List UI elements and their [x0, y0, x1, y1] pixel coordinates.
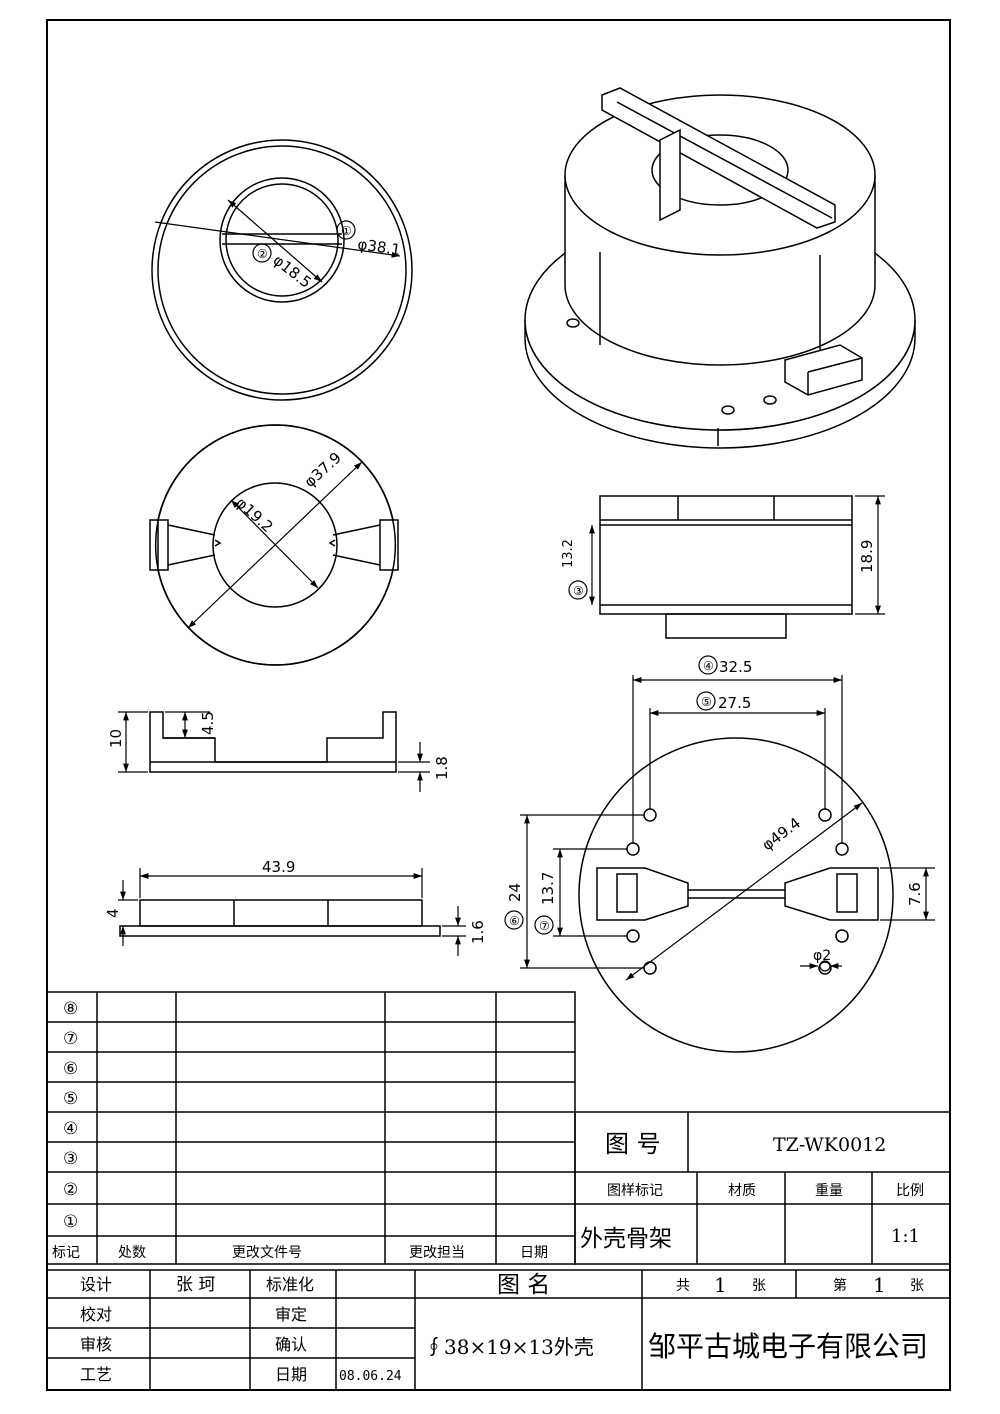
- dim-38-1: ① φ38.1: [336, 220, 402, 259]
- sheet-number: 1: [873, 1273, 886, 1297]
- dim-lines-bottom: [187, 461, 363, 629]
- svg-text:确认: 确认: [275, 1335, 307, 1354]
- bottom-view-ring: [149, 424, 399, 666]
- revision-headers: 标记 处数 更改文件号 更改担当 日期: [52, 1245, 548, 1261]
- drawing-name: ∮38×19×13外壳: [424, 1335, 594, 1359]
- dim-4: 4: [104, 908, 122, 918]
- dim-1-8: 1.8: [433, 756, 451, 780]
- svg-text:工艺: 工艺: [80, 1365, 112, 1384]
- total-label: 共: [676, 1278, 690, 1294]
- dim-18-9: 18.9: [858, 540, 876, 573]
- scale-value: 1:1: [891, 1226, 920, 1247]
- dim-7-6: 7.6: [906, 882, 924, 906]
- revision-marks: ⑧ ⑦ ⑥ ⑤ ④ ③ ② ①: [63, 999, 78, 1232]
- dim-1-6: 1.6: [469, 920, 487, 944]
- dim-lines-top: [154, 199, 401, 283]
- dim-32-5: ④ 32.5: [698, 655, 752, 676]
- svg-text:日期: 日期: [275, 1365, 307, 1384]
- sample-mark-label: 图样标记: [607, 1183, 663, 1199]
- isometric-view: [524, 87, 916, 449]
- svg-text:⑦: ⑦: [63, 1029, 78, 1049]
- svg-text:④: ④: [703, 659, 714, 673]
- total-count: 1: [714, 1273, 727, 1297]
- dim-43-9: 43.9: [262, 858, 295, 876]
- svg-text:φ18.5: φ18.5: [270, 251, 315, 292]
- part-name: 外壳骨架: [580, 1226, 672, 1252]
- svg-text:①: ①: [341, 224, 352, 238]
- dim-19-2: φ19.2: [232, 494, 276, 536]
- svg-text:④: ④: [63, 1119, 78, 1139]
- dim-13-7: 13.7 ⑦: [534, 872, 557, 935]
- svg-text:08.06.24: 08.06.24: [339, 1369, 402, 1384]
- svg-text:更改担当: 更改担当: [409, 1245, 465, 1261]
- svg-text:②: ②: [63, 1180, 78, 1200]
- svg-text:⑥: ⑥: [63, 1059, 78, 1079]
- svg-text:24: 24: [506, 883, 524, 902]
- svg-text:13.7: 13.7: [539, 872, 557, 905]
- dim-49-4: φ49.4: [759, 814, 804, 854]
- dim-27-5: ⑤ 27.5: [696, 691, 751, 712]
- weight-label: 重量: [815, 1183, 843, 1199]
- dim-24: 24 ⑥: [504, 883, 524, 930]
- base-plan-view: [578, 737, 894, 1053]
- section-view-1: [149, 711, 397, 773]
- drawing-no: TZ-WK0012: [773, 1134, 886, 1156]
- svg-text:设计: 设计: [80, 1275, 112, 1294]
- section-view-2: [119, 899, 441, 937]
- dim-lines-side: [589, 495, 885, 615]
- svg-text:③: ③: [63, 1149, 78, 1169]
- svg-text:⑧: ⑧: [63, 999, 78, 1019]
- dim-4-5: 4.5: [199, 711, 217, 735]
- svg-text:⑦: ⑦: [539, 919, 550, 933]
- svg-text:标记: 标记: [52, 1245, 80, 1261]
- svg-text:校对: 校对: [80, 1305, 112, 1324]
- dim-2: φ2: [813, 948, 831, 964]
- svg-text:⑥: ⑥: [509, 914, 520, 928]
- sheet-unit-2: 张: [910, 1278, 924, 1294]
- svg-text:32.5: 32.5: [719, 658, 752, 676]
- svg-text:审定: 审定: [275, 1305, 307, 1324]
- svg-text:处数: 处数: [118, 1245, 146, 1261]
- material-label: 材质: [728, 1183, 756, 1199]
- svg-text:张 珂: 张 珂: [176, 1275, 215, 1295]
- top-view-ring: [151, 139, 413, 401]
- title-block-bottom: [46, 1269, 951, 1391]
- sheet-unit: 张: [752, 1278, 766, 1294]
- svg-text:①: ①: [63, 1212, 78, 1232]
- svg-text:日期: 日期: [520, 1245, 548, 1261]
- side-view-rect: [599, 495, 853, 639]
- svg-text:13.2: 13.2: [561, 539, 576, 568]
- svg-text:标准化: 标准化: [266, 1275, 314, 1294]
- sheet-label: 第: [833, 1277, 847, 1294]
- svg-text:③: ③: [573, 584, 584, 598]
- svg-text:②: ②: [257, 247, 268, 261]
- svg-text:27.5: 27.5: [718, 694, 751, 712]
- dim-lines-section-2: [118, 868, 466, 956]
- revision-table: [46, 991, 576, 1265]
- title-block-right: [574, 1111, 951, 1265]
- svg-text:更改文件号: 更改文件号: [232, 1245, 302, 1261]
- company-name: 邹平古城电子有限公司: [648, 1330, 928, 1363]
- dim-13-2: 13.2 ③: [561, 539, 588, 600]
- svg-text:⑤: ⑤: [701, 695, 712, 709]
- dim-10: 10: [107, 729, 125, 748]
- dim-lines-section-1: [118, 711, 430, 792]
- title-block-labels: 设计 张 珂 标准化 校对 审定 审核 确认 工艺 日期 08.06.24: [80, 1275, 402, 1384]
- svg-text:⑤: ⑤: [63, 1089, 78, 1109]
- svg-text:φ38.1: φ38.1: [356, 235, 401, 259]
- svg-text:审核: 审核: [80, 1335, 112, 1354]
- drawing-no-label: 图 号: [605, 1130, 661, 1158]
- scale-label: 比例: [896, 1183, 924, 1199]
- drawing-name-label: 图 名: [497, 1272, 550, 1298]
- dim-lines-base: [520, 675, 935, 981]
